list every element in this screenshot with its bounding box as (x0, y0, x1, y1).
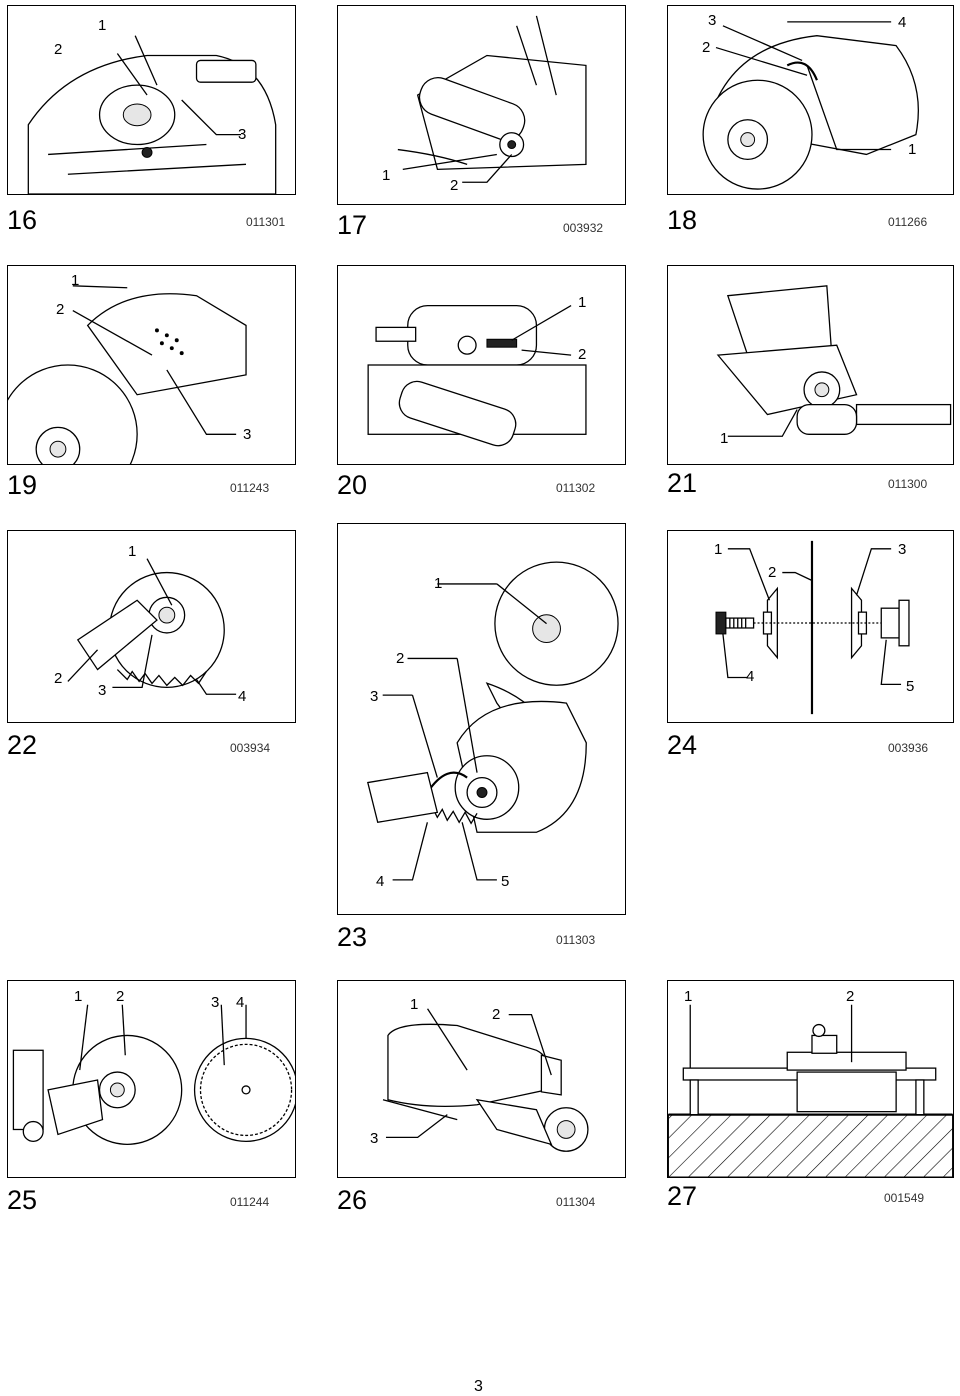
callout-1: 1 (71, 272, 80, 289)
callout-3: 3 (708, 12, 717, 29)
figure-code: 003936 (888, 741, 929, 755)
page-number: 3 (474, 1378, 483, 1395)
figure-code: 011244 (230, 1195, 270, 1209)
callout-1: 1 (714, 541, 723, 558)
callout-2: 2 (702, 39, 711, 56)
callout-4: 4 (376, 873, 385, 890)
callout-1: 1 (74, 988, 83, 1005)
grip-dots (154, 328, 184, 356)
blade-assembly-exploded-drawing (715, 540, 910, 715)
figure-code: 001549 (884, 1191, 925, 1205)
figure-number: 25 (7, 1185, 38, 1215)
callout-1: 1 (434, 575, 443, 592)
callout-3: 3 (211, 994, 220, 1011)
callout-3: 3 (243, 426, 252, 443)
callout-2: 2 (54, 670, 63, 687)
figure-code: 011301 (246, 215, 286, 229)
callout-1: 1 (382, 167, 391, 184)
figure-number: 16 (7, 205, 38, 235)
figure-number: 24 (667, 730, 698, 760)
figure-number: 21 (667, 468, 698, 498)
figure-22-illustration: 1 2 3 4 (7, 530, 296, 723)
figure-number: 19 (7, 470, 38, 500)
saw-bevel-lock-drawing (27, 35, 277, 194)
callout-2: 2 (56, 301, 65, 318)
callout-2: 2 (396, 650, 405, 667)
arm-knob-drawing (716, 285, 952, 437)
callout-3: 3 (238, 126, 247, 143)
figure-18-illustration: 3 4 2 1 (667, 5, 954, 195)
callout-3: 3 (370, 688, 379, 705)
workbench-drawing (668, 1004, 953, 1177)
figure-code: 011243 (230, 481, 270, 495)
figure-code: 003934 (230, 741, 271, 755)
figure-code: 011266 (888, 215, 928, 229)
callout-1: 1 (684, 988, 693, 1005)
callout-1: 1 (98, 17, 107, 34)
figure-17-illustration: 1 2 (337, 5, 626, 205)
callout-2: 2 (846, 988, 855, 1005)
callout-5: 5 (501, 873, 510, 890)
blade-installed-drawing (12, 1004, 295, 1145)
figure-code: 011302 (556, 481, 596, 495)
blade-removal-drawing (67, 558, 237, 695)
figure-19-illustration: 1 2 3 (7, 265, 296, 465)
figure-code: 011304 (556, 1195, 596, 1209)
callout-3: 3 (370, 1130, 379, 1147)
figure-20-illustration: 1 2 (337, 265, 626, 465)
figure-25-illustration: 1 2 3 4 (7, 980, 296, 1178)
figure-24-illustration: 1 2 3 4 5 (667, 530, 954, 723)
dust-bag-drawing (382, 1008, 589, 1152)
spindle-lock-blade-drawing (366, 561, 619, 881)
callout-5: 5 (906, 678, 915, 695)
figure-26-illustration: 1 2 3 (337, 980, 626, 1178)
figure-code: 011300 (888, 477, 928, 491)
figure-21-illustration: 1 (667, 265, 954, 465)
callout-1: 1 (578, 294, 587, 311)
callout-2: 2 (450, 177, 459, 194)
callout-4: 4 (238, 688, 247, 705)
callout-3: 3 (898, 541, 907, 558)
blade-guard-drawing (702, 21, 919, 190)
figure-16-illustration: 1 2 3 (7, 5, 296, 195)
callout-1: 1 (720, 430, 729, 447)
callout-4: 4 (236, 994, 245, 1011)
figure-number: 23 (337, 922, 368, 952)
callout-1: 1 (128, 543, 137, 560)
figure-number: 27 (667, 1181, 698, 1211)
callout-3: 3 (98, 682, 107, 699)
figure-number: 26 (337, 1185, 368, 1215)
figure-27-illustration: 1 2 (667, 980, 954, 1178)
callout-2: 2 (768, 564, 777, 581)
callout-4: 4 (898, 14, 907, 31)
figure-number: 22 (7, 730, 38, 760)
figure-code: 011303 (556, 933, 596, 947)
figure-23-illustration: 1 2 3 4 5 (337, 523, 626, 915)
figure-code: 003932 (563, 221, 604, 235)
callout-2: 2 (492, 1006, 501, 1023)
slide-lock-knob-drawing (367, 304, 587, 447)
callout-1: 1 (908, 141, 917, 158)
callout-4: 4 (746, 668, 755, 685)
figure-number: 20 (337, 470, 368, 500)
figure-number: 18 (667, 205, 698, 235)
callout-2: 2 (54, 41, 63, 58)
callout-2: 2 (578, 346, 587, 363)
handle-lock-lever-drawing (8, 285, 247, 464)
callout-1: 1 (410, 996, 419, 1013)
wrench-spindle-drawing (397, 15, 587, 183)
figure-number: 17 (337, 210, 368, 240)
callout-2: 2 (116, 988, 125, 1005)
